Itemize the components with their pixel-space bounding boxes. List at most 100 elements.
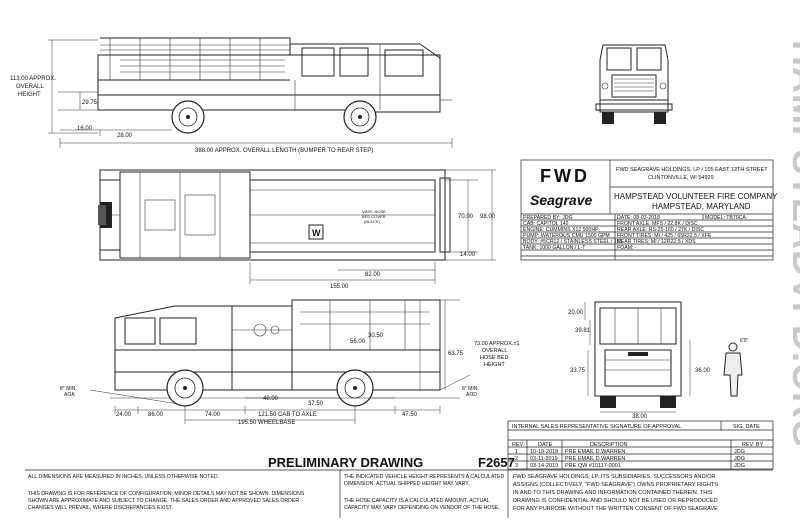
row-rev-by: JDG xyxy=(734,449,745,455)
dimension-label: 24.00 xyxy=(116,412,132,418)
cab-to-axle-label: 121.50 CAB TO AXLE xyxy=(258,412,317,418)
dimension-label: 63.75 xyxy=(448,351,464,357)
table-row: 2 03-11-2019 PRE EMAIL D.WARREN JDG xyxy=(515,456,745,462)
table-row: 3 03-14-2019 PRE QW #10117-0001 JDG xyxy=(515,463,745,469)
hose-bed-height-label: HOSE BED xyxy=(480,355,508,361)
logo-fwd: FWD xyxy=(540,166,590,186)
note-inches: ALL DIMENSIONS ARE MEASURED IN INCHES, U… xyxy=(28,474,219,480)
dimension-label: 20.00 xyxy=(568,310,584,316)
col-rev: REV. xyxy=(512,442,525,448)
dimension-label: 38.00 xyxy=(632,414,648,420)
dimension-label: 47.50 xyxy=(402,412,418,418)
col-date: DATE xyxy=(538,442,553,448)
overall-height-label: OVERALL xyxy=(16,84,44,90)
legal-notice: FOR ANY PURPOSE WITHOUT THE WRITTEN CONS… xyxy=(513,506,718,512)
dimension-label: 16.00 xyxy=(77,126,93,132)
col-description: DESCRIPTION xyxy=(590,442,628,448)
spec-front-axle: FRONT AXLE: MFS / 22.8K / DISC xyxy=(617,221,698,227)
hose-bed-height-label: 73.00 APPROX.±1 xyxy=(474,341,520,347)
dimension-label: 28.00 xyxy=(117,133,133,139)
dimension-label: 74.00 xyxy=(205,412,221,418)
logo-seagrave: Seagrave xyxy=(530,192,592,208)
spec-model: MODEL: TB70CA xyxy=(705,215,746,221)
dimension-label: 37.50 xyxy=(308,401,324,407)
dimension-label: 86.00 xyxy=(148,412,164,418)
spec-tank: TANK: 1000 GALLON / L-T xyxy=(523,245,586,251)
spec-cab: CAB: CAPITOL 142 xyxy=(523,221,569,227)
rear-view: 20.00 39.81 33.75 36.00 38.00 6'0" xyxy=(568,301,749,420)
note-reference: SHOWN ARE APPROXIMATE AND SUBJECT TO CHA… xyxy=(28,498,299,504)
aoa-label: AOA xyxy=(64,392,75,398)
dimension-label: 36.00 xyxy=(695,368,711,374)
row-description: PRE EMAIL D.WARREN xyxy=(565,449,625,455)
customer-name: HAMPSTEAD VOLUNTEER FIRE COMPANY xyxy=(614,192,778,201)
company-address: FWD SEAGRAVE HOLDINGS, LP / 105 EAST 12T… xyxy=(616,167,768,173)
legal-notice: DRAWING IS CONFIDENTIAL AND SHOULD NOT B… xyxy=(513,498,718,504)
note-reference: THIS DRAWING IS FOR REFERENCE OF CONFIGU… xyxy=(28,491,305,497)
spec-date: DATE: 08-03-2018 xyxy=(617,215,660,221)
note-hose: CAPACITY MAY VARY DEPENDING ON VENDOR OF… xyxy=(344,505,500,511)
dimension-label: 48.00 xyxy=(263,396,279,402)
approval-header: INTERNAL SALES REPRESENTATIVE SIGNATURE … xyxy=(512,424,681,430)
aod-label: 8° MIN. xyxy=(462,386,479,392)
dimension-label: 39.81 xyxy=(575,328,591,334)
legal-notice: ASSIGNS (COLLECTIVELY, "FWD SEAGRAVE") O… xyxy=(513,482,718,488)
hatch-letter: W xyxy=(312,228,321,238)
row-rev-by: JDG xyxy=(734,456,745,462)
note-reference: CHANGES WILL PREVAIL, WHERE DISCREPANCIE… xyxy=(28,505,173,511)
hose-bed-note: VINYL HOSE xyxy=(362,209,386,214)
wheelbase-label: 195.50 WHEELBASE xyxy=(238,420,295,426)
row-rev: 3 xyxy=(515,463,518,469)
side-view-bottom: 8° MIN. AOA 8° MIN. AOD 24.00 86.00 74.0… xyxy=(60,299,520,426)
overall-length-label: 388.00 APPROX. OVERALL LENGTH (BUMPER TO… xyxy=(195,148,373,154)
figure-label: 6'0" xyxy=(740,338,749,344)
dimension-label: 29.75 xyxy=(82,100,98,106)
dimension-label: 155.00 xyxy=(330,284,349,290)
side-view-top: 113.00 APPROX. OVERALL HEIGHT 29.75 16.0… xyxy=(10,37,453,154)
scale-figure xyxy=(723,342,743,397)
legal-notice: FWD SEAGRAVE HOLDINGS, LP, ITS SUBSIDIAR… xyxy=(513,474,715,480)
row-rev: 2 xyxy=(515,456,518,462)
spec-body: BODY: #5CR12 / STAINLESS STEEL / 155 xyxy=(523,239,623,245)
spec-prepared-by: PREPARED BY: JDG xyxy=(523,215,573,221)
hose-bed-height-label: HEIGHT xyxy=(484,362,505,368)
dimension-label: 82.00 xyxy=(365,272,381,278)
row-description: PRE QW #10117-0001 xyxy=(565,463,621,469)
hose-bed-note: BED COVER xyxy=(362,214,386,219)
row-rev: 1 xyxy=(515,449,518,455)
dimension-label: 98.00 xyxy=(480,214,496,220)
spec-foam: FOAM: - xyxy=(617,245,637,251)
row-description: PRE EMAIL D.WARREN xyxy=(565,456,625,462)
dimension-label: 56.00 xyxy=(350,339,366,345)
spec-engine: ENGINE: CUMMINS X12 500HP xyxy=(523,227,599,233)
spec-rear-axle: REAR AXLE: RS-25-160 / 27K / DISC xyxy=(617,227,704,233)
watermark: HAMPSTEADVFD.ORG xyxy=(785,40,800,448)
overall-height-label: 113.00 APPROX. xyxy=(10,76,56,82)
footer xyxy=(25,469,773,518)
dimension-label: 33.75 xyxy=(570,368,586,374)
dimension-label: 14.00 xyxy=(460,252,476,258)
hose-bed-height-label: OVERALL xyxy=(482,348,507,354)
row-date: 10-19-2018 xyxy=(530,449,558,455)
row-rev-by: JDG xyxy=(734,463,745,469)
legal-notice: IN AND TO THIS DRAWING AND INFORMATION C… xyxy=(513,490,713,496)
drawing-number: F2657 xyxy=(478,455,515,470)
dimension-label: 70.00 xyxy=(458,214,474,220)
spec-rear-tires: REAR TIRES: MI / 12R22.5 / XDS xyxy=(617,239,696,245)
revision-table xyxy=(507,420,774,470)
note-height: THE INDICATED VEHICLE HEIGHT REPRESENTS … xyxy=(344,474,505,480)
hose-bed-note: (BLACK) xyxy=(364,219,380,224)
aoa-label: 8° MIN. xyxy=(60,386,77,392)
note-hose: THE HOSE CAPACITY IS A CALCULATED AMOUNT… xyxy=(344,498,490,504)
dimension-label: 30.50 xyxy=(368,333,384,339)
overall-height-label: HEIGHT xyxy=(18,92,41,98)
row-date: 03-11-2019 xyxy=(530,456,558,462)
company-address: CLINTONVILLE, WI 54929 xyxy=(648,175,714,181)
front-view xyxy=(595,44,673,124)
plan-view: W 70.00 98.00 14.00 82.00 155.00 VINYL H… xyxy=(98,169,496,290)
title-block xyxy=(520,159,774,261)
col-rev-by: REV. BY xyxy=(742,442,764,448)
aod-label: AOD xyxy=(466,392,477,398)
spec-pump: PUMP: WATEROUS CMU 1500 GPM xyxy=(523,233,610,239)
